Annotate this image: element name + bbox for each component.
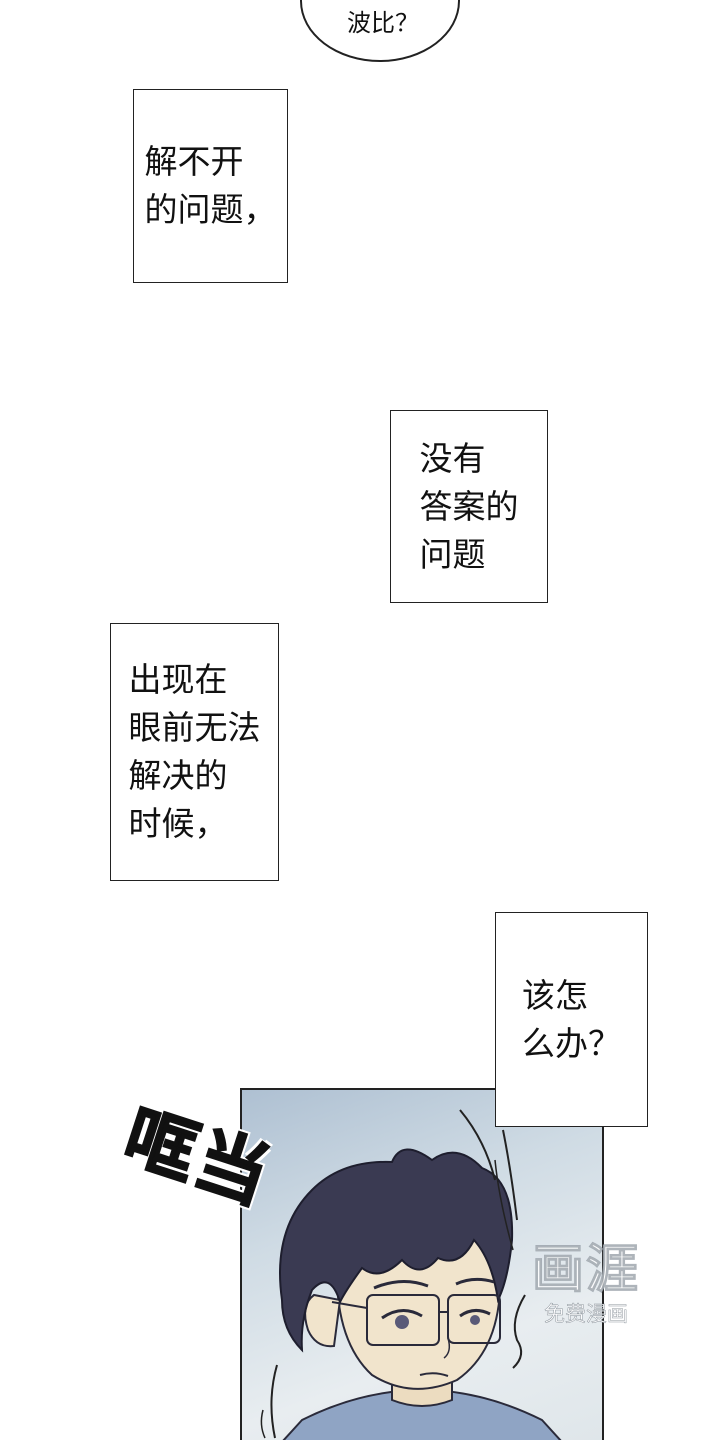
- narration-box-3: 出现在 眼前无法 解决的 时候，: [110, 623, 279, 881]
- narration-box-2: 没有 答案的 问题: [390, 410, 548, 603]
- comic-panel-character: [240, 1088, 604, 1440]
- narration-text-3: 出现在 眼前无法 解决的 时候，: [128, 660, 261, 843]
- watermark-subtitle: 免费漫画: [544, 1302, 629, 1327]
- narration-box-4: 该怎 么办？: [495, 912, 648, 1127]
- narration-box-1: 解不开 的问题，: [133, 89, 288, 283]
- shock-lines-left: [260, 1364, 278, 1439]
- speech-bubble-text: 波比？: [347, 9, 419, 37]
- watermark-logo: 画涯: [531, 1240, 640, 1301]
- shock-lines-right: [512, 1294, 526, 1369]
- character-illustration: [279, 1148, 562, 1440]
- watermark: 画涯 免费漫画: [516, 1240, 656, 1340]
- narration-text-4: 该怎 么办？: [522, 975, 621, 1063]
- narration-text-2: 没有 答案的 问题: [419, 438, 519, 574]
- narration-text-1: 解不开 的问题，: [144, 142, 277, 229]
- shock-lines: [459, 1109, 518, 1251]
